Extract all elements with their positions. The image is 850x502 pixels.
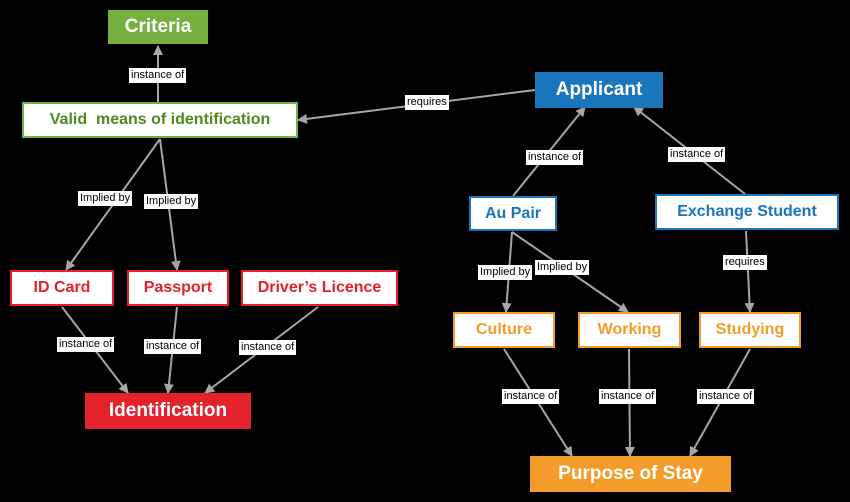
node-passport: Passport [127, 270, 229, 306]
edge-label-au-pair-applicant: instance of [526, 150, 584, 165]
edge-label-applicant-valid-id: requires [405, 95, 449, 110]
node-working: Working [578, 312, 681, 348]
node-applicant: Applicant [535, 72, 663, 108]
node-identification: Identification [85, 393, 251, 429]
edge-label-culture-au-pair: Implied by [478, 265, 533, 280]
node-studying: Studying [699, 312, 801, 348]
node-purpose-of-stay: Purpose of Stay [530, 456, 731, 492]
edge-label-exchange-studying: requires [723, 255, 767, 270]
node-id-card: ID Card [10, 270, 114, 306]
edge-label-valid-id-criteria: instance of [129, 68, 187, 83]
edge-label-passport-identification: instance of [144, 339, 202, 354]
node-criteria: Criteria [108, 10, 208, 44]
edge-exchange-to-studying [744, 230, 755, 313]
node-valid-means-of-identification: Valid means of identification [22, 102, 298, 138]
node-drivers-licence: Driver’s Licence [241, 270, 398, 306]
edge-label-culture-purpose: instance of [502, 389, 560, 404]
edge-label-exchange-applicant: instance of [668, 147, 726, 162]
edge-label-passport-valid-id: Implied by [144, 194, 199, 209]
edge-label-working-au-pair: Implied by [535, 260, 590, 275]
edge-label-studying-purpose: instance of [697, 389, 755, 404]
edge-label-id-card-identification: instance of [57, 337, 115, 352]
node-exchange-student: Exchange Student [655, 194, 839, 230]
edge-label-id-card-valid-id: Implied by [78, 191, 133, 206]
edge-label-licence-identification: instance of [239, 340, 297, 355]
node-culture: Culture [453, 312, 555, 348]
edge-label-working-purpose: instance of [599, 389, 657, 404]
node-au-pair: Au Pair [469, 196, 557, 231]
